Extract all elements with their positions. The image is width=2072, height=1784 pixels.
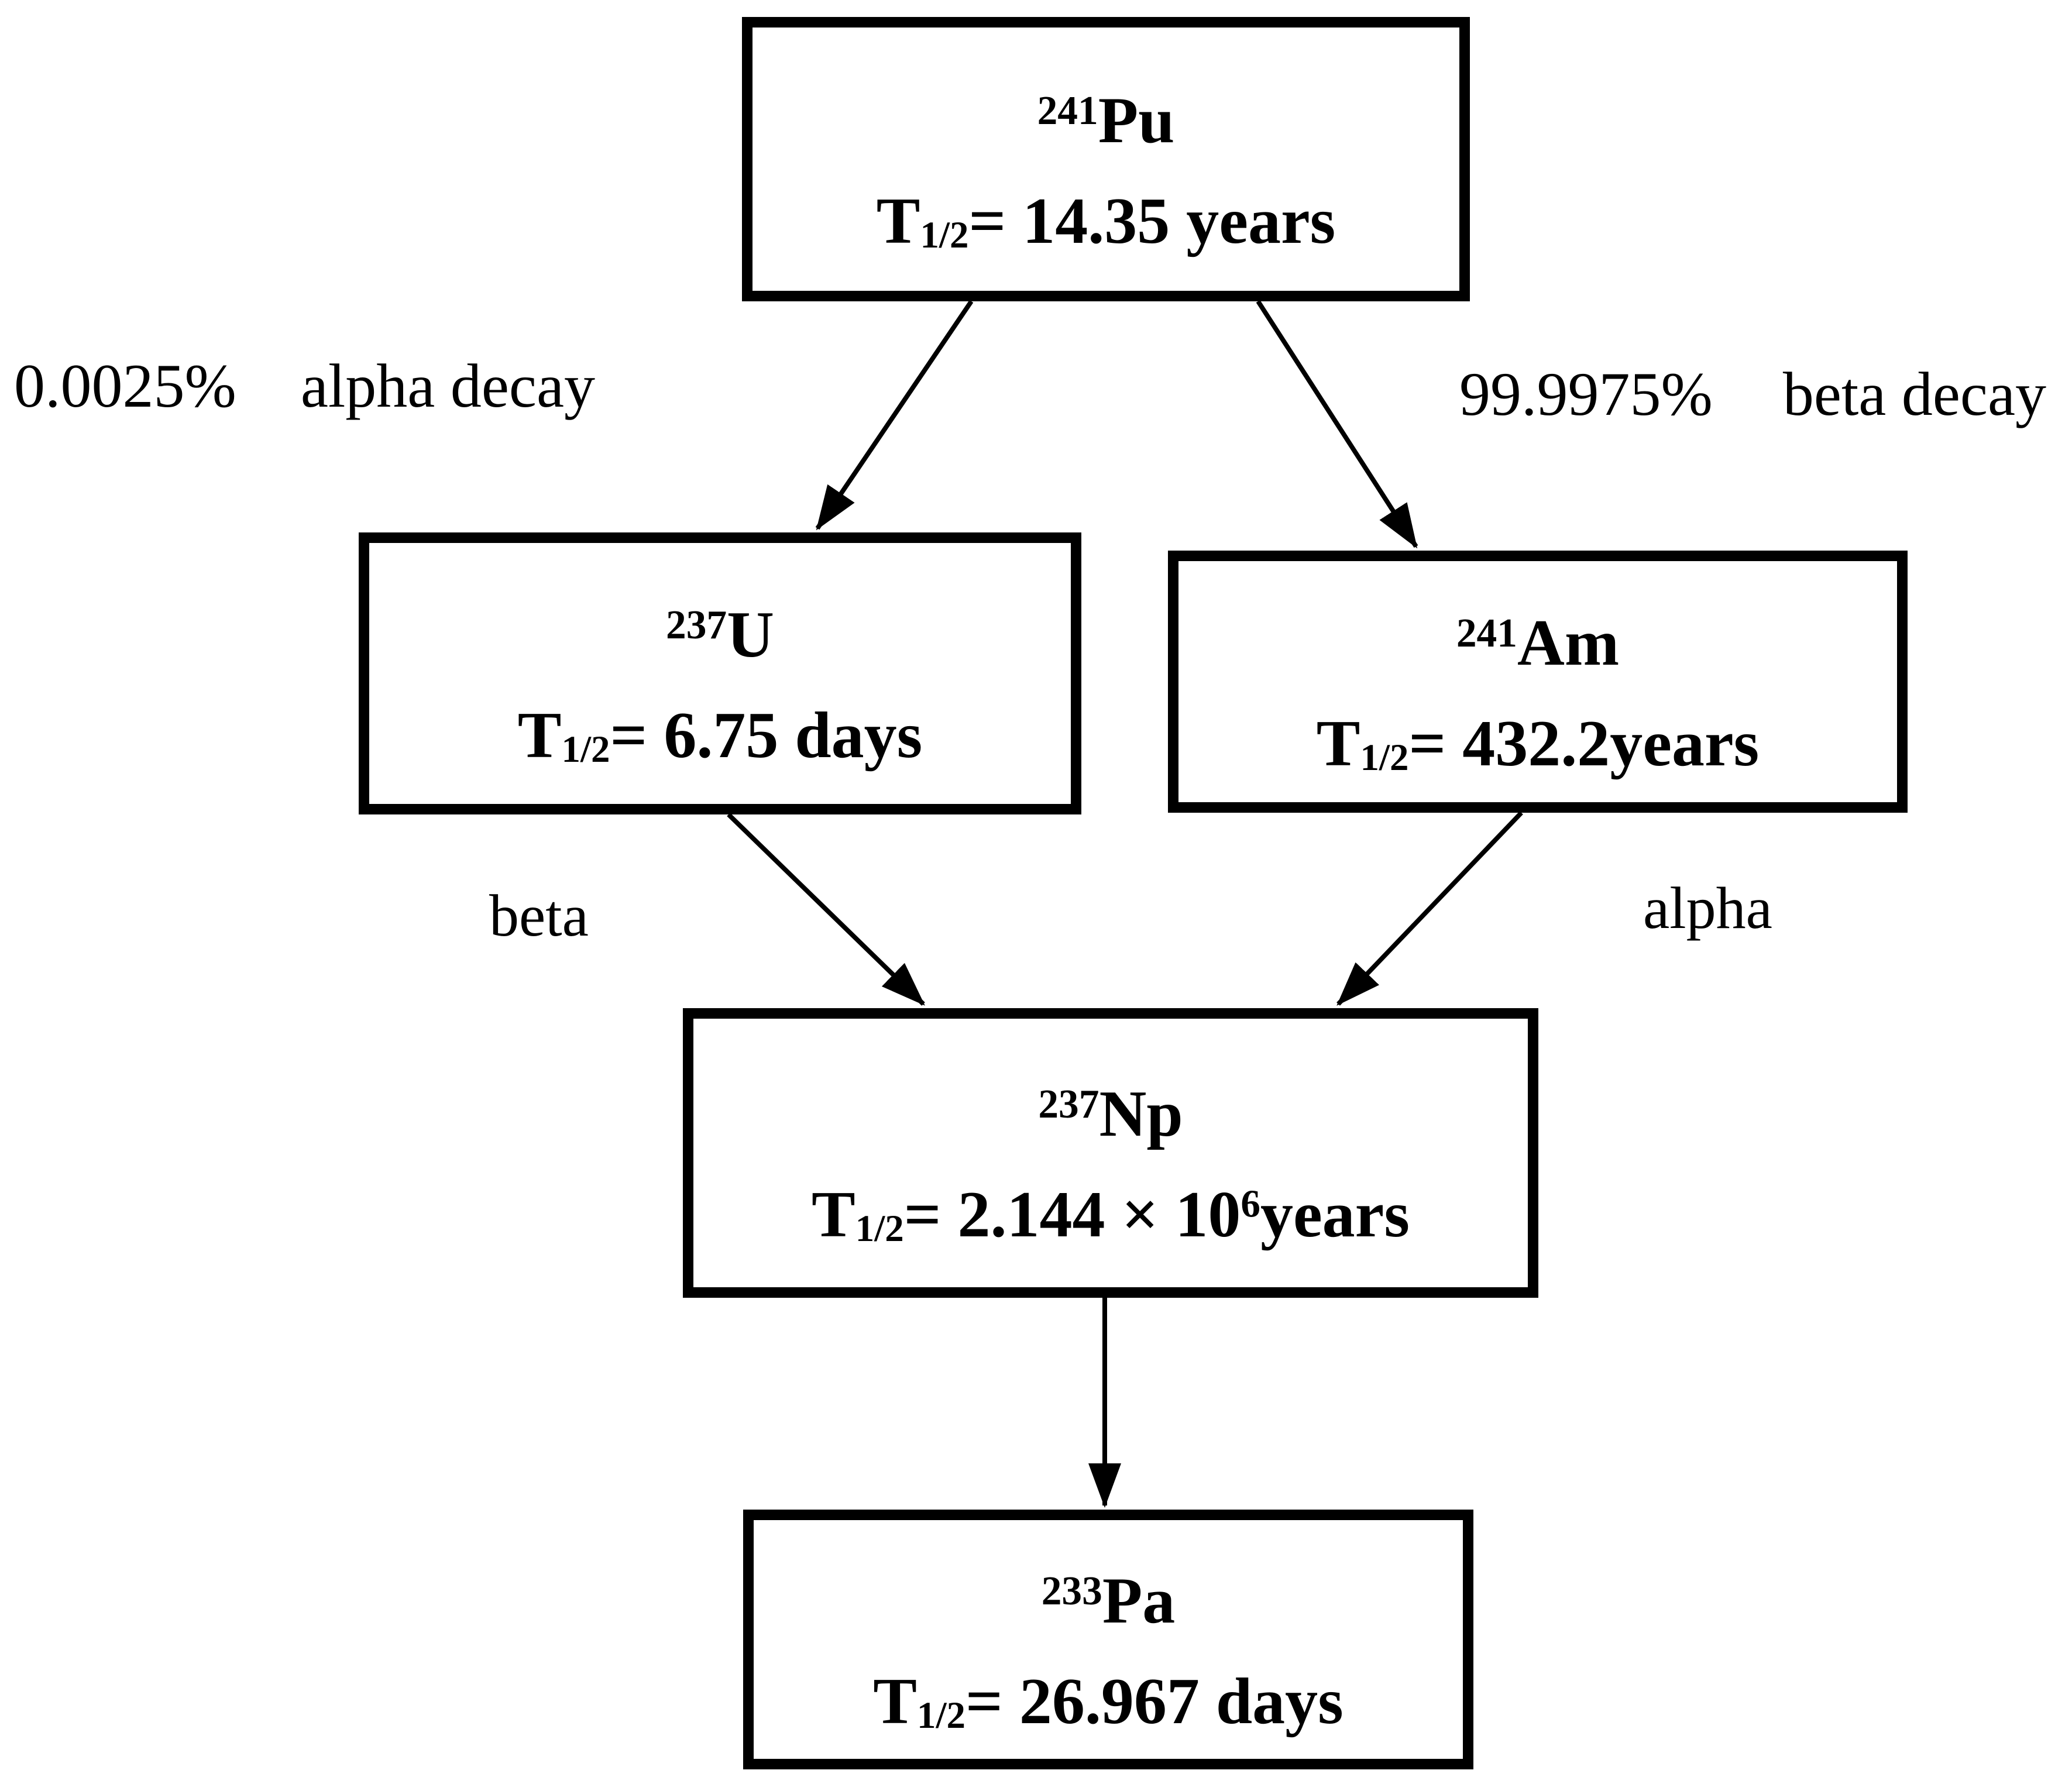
u237-to-np237-beta-label: beta [489,881,589,952]
element-symbol: Pu [1098,84,1175,157]
node-am241: 241Am T1/2= 432.2years [1168,551,1908,813]
beta-edge-text: beta [489,883,589,949]
nuclide-label-pu241: 241Pu [1037,88,1175,153]
element-symbol: Am [1517,606,1620,679]
beta-branch-percent: 99.9975% [1459,360,1713,428]
node-np237: 237Np T1/2= 2.144 × 106years [683,1008,1538,1298]
arrow-u237-to-np237 [727,813,925,1006]
mass-number: 241 [1037,88,1098,133]
arrow-am241-to-np237 [1336,811,1523,1006]
element-symbol: U [727,598,775,671]
alpha-branch-text: alpha decay [300,352,596,420]
arrow-pu241-to-am241 [1256,300,1418,549]
node-u237: 237U T1/2= 6.75 days [359,532,1081,814]
am241-to-np237-alpha-label: alpha [1643,873,1772,944]
node-pu241: 241Pu T1/2= 14.35 years [742,17,1470,301]
beta-branch-label: 99.9975% beta decay [1459,357,2046,431]
halflife-label-np237: T1/2= 2.144 × 106years [812,1178,1410,1252]
nuclide-label-u237: 237U [666,602,774,668]
mass-number: 233 [1041,1568,1102,1614]
halflife-label-pu241: T1/2= 14.35 years [876,184,1336,257]
halflife-label-am241: T1/2= 432.2years [1316,707,1760,780]
alpha-branch-label: 0.0025% alpha decay [14,349,595,423]
halflife-label-pa233: T1/2= 26.967 days [873,1665,1343,1738]
halflife-label-u237: T1/2= 6.75 days [517,699,923,772]
element-symbol: Pa [1102,1564,1176,1637]
alpha-branch-percent: 0.0025% [14,352,236,420]
mass-number: 237 [665,602,727,648]
beta-branch-text: beta decay [1782,360,2047,428]
arrow-pu241-to-u237 [815,300,974,531]
nuclide-label-pa233: 233Pa [1042,1568,1176,1634]
nuclide-label-np237: 237Np [1038,1081,1183,1147]
alpha-edge-text: alpha [1643,875,1772,941]
mass-number: 237 [1038,1081,1099,1127]
mass-number: 241 [1456,610,1517,656]
element-symbol: Np [1099,1078,1183,1151]
nuclide-label-am241: 241Am [1456,610,1619,676]
node-pa233: 233Pa T1/2= 26.967 days [743,1510,1473,1769]
